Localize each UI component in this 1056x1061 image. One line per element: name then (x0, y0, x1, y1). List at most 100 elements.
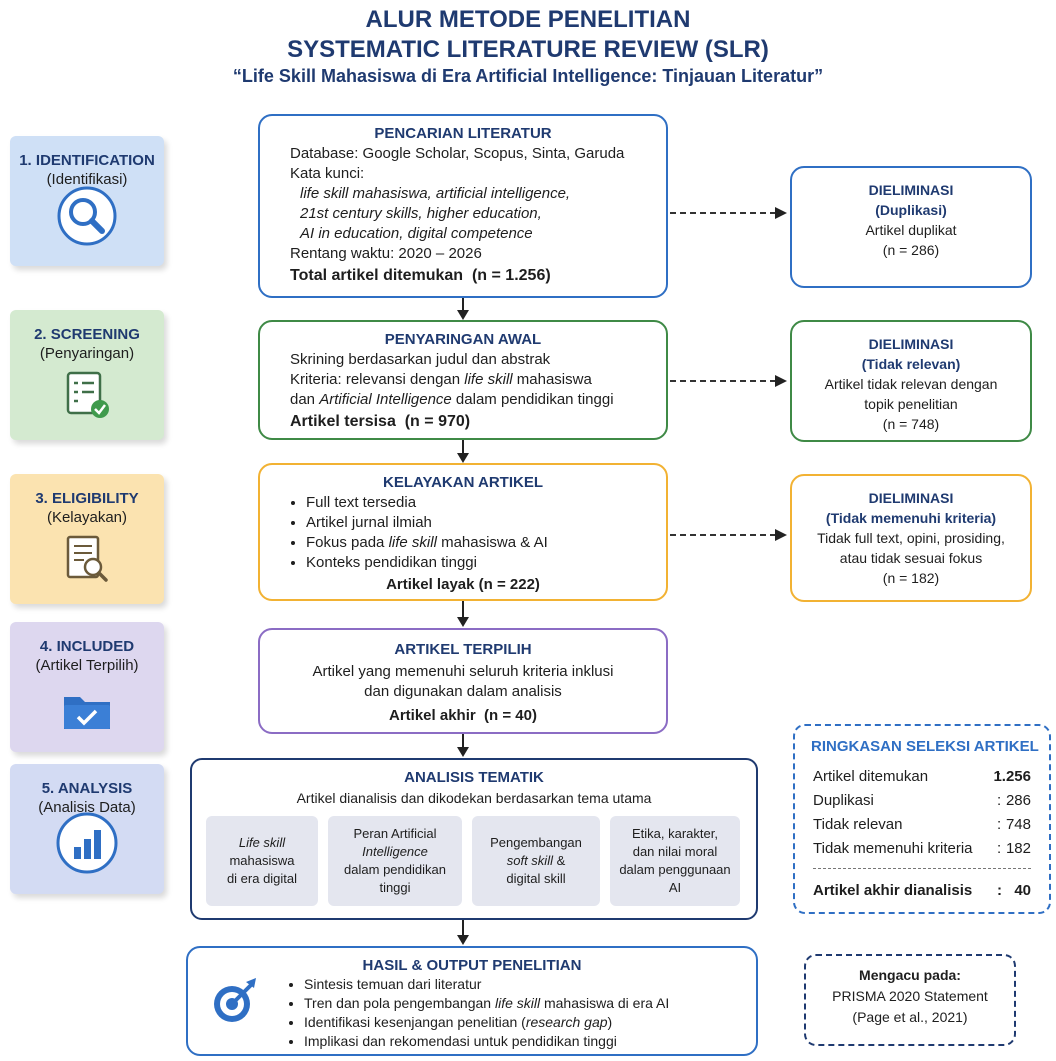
row-label: Tidak relevan (813, 816, 903, 833)
list-item: Identifikasi kesenjangan penelitian (res… (304, 1013, 756, 1032)
target-icon (210, 976, 260, 1031)
text: dalam pendidikan tinggi (451, 391, 614, 408)
summary-box: RINGKASAN SELEKSI ARTIKEL Artikel ditemu… (793, 724, 1051, 914)
output-list: Sintesis temuan dari literatur Tren dan … (288, 975, 756, 1051)
row-value: 1.256 (993, 768, 1031, 785)
row-label: Duplikasi (813, 792, 874, 809)
text-italic: research gap (525, 1014, 608, 1030)
eliminated-duplicate-box: DIELIMINASI (Duplikasi) Artikel duplikat… (790, 166, 1032, 288)
keywords-line-3: AI in education, digital competence (300, 225, 533, 242)
magnifier-icon (56, 185, 118, 252)
text: tinggi (379, 880, 411, 895)
theme-card: Pengembangan soft skill & digital skill (472, 816, 600, 906)
elim-count: (n = 286) (882, 242, 940, 258)
flow-arrow (462, 734, 464, 748)
list-item: Implikasi dan rekomendasi untuk pendidik… (304, 1032, 756, 1051)
flow-arrow-head (457, 935, 469, 945)
text: dan nilai moral (632, 844, 718, 859)
checklist-icon (62, 369, 112, 426)
elim-reason: (Tidak memenuhi kriteria) (825, 510, 997, 526)
box-title: PENCARIAN LITERATUR (374, 125, 552, 142)
row-value: 40 (1014, 882, 1031, 899)
text-italic: Artificial Intelligence (319, 391, 452, 408)
reference-box: Mengacu pada: PRISMA 2020 Statement (Pag… (804, 954, 1016, 1046)
screening-line-3: dan Artificial Intelligence dalam pendid… (290, 390, 666, 410)
flow-arrow-head (457, 310, 469, 320)
row-value: 286 (1005, 792, 1031, 809)
flow-arrow (462, 601, 464, 619)
included-line-1: Artikel yang memenuhi seluruh kriteria i… (312, 663, 614, 680)
text: dalam penggunaan (619, 862, 731, 877)
text-italic: life skill (388, 534, 437, 551)
text: Identifikasi kesenjangan penelitian ( (304, 1014, 526, 1030)
bar-chart-icon (55, 811, 119, 880)
stage-sub: (Identifikasi) (46, 171, 128, 188)
box-title: PENYARINGAN AWAL (384, 331, 542, 348)
text: Fokus pada (306, 534, 389, 551)
list-item: Full text tersedia (306, 493, 666, 513)
row-value: 182 (1005, 840, 1031, 857)
folder-check-icon (60, 689, 114, 738)
elimination-arrow (670, 212, 776, 214)
screening-box: PENYARINGAN AWAL Skrining berdasarkan ju… (258, 320, 668, 440)
elim-count: (n = 182) (882, 570, 940, 586)
eligibility-box: KELAYAKAN ARTIKEL Full text tersedia Art… (258, 463, 668, 601)
subtitle: “Life Skill Mahasiswa di Era Artificial … (232, 66, 824, 86)
text: & (552, 853, 566, 868)
list-item: Artikel jurnal ilmiah (306, 513, 666, 533)
keywords-line-1: life skill mahasiswa, artificial intelli… (300, 185, 571, 202)
row-colon: : (997, 882, 1002, 899)
flow-arrow (462, 440, 464, 454)
stage-analysis: 5. ANALYSIS (Analisis Data) (10, 764, 164, 894)
box-title: KELAYAKAN ARTIKEL (382, 474, 544, 491)
text-italic: soft skill (506, 853, 553, 868)
flow-arrow-head (457, 747, 469, 757)
text: Pengembangan (490, 835, 582, 850)
stage-sub: (Penyaringan) (39, 345, 135, 362)
elim-title: DIELIMINASI (868, 182, 954, 198)
stage-eligibility: 3. ELIGIBILITY (Kelayakan) (10, 474, 164, 604)
output-box: HASIL & OUTPUT PENELITIAN Sintesis temua… (186, 946, 758, 1056)
row-colon: : (997, 768, 1002, 785)
reference-line-2: (Page et al., 2021) (852, 1009, 968, 1025)
stage-label: 1. IDENTIFICATION (19, 152, 155, 169)
elim-desc: Artikel duplikat (865, 222, 957, 238)
row-colon: : (997, 840, 1002, 857)
stage-label: 2. SCREENING (34, 326, 140, 343)
text: ) (607, 1014, 613, 1030)
text: digital skill (506, 871, 566, 886)
text: Etika, karakter, (632, 826, 718, 841)
stage-sub: (Kelayakan) (46, 509, 128, 526)
identification-box: PENCARIAN LITERATUR Database: Google Sch… (258, 114, 668, 298)
list-item: Sintesis temuan dari literatur (304, 975, 756, 994)
flow-arrow (462, 920, 464, 936)
summary-divider (813, 868, 1031, 869)
elimination-arrow-head (775, 529, 787, 541)
stage-screening: 2. SCREENING (Penyaringan) (10, 310, 164, 440)
theme-card: Etika, karakter, dan nilai moral dalam pen… (610, 816, 740, 906)
elim-title: DIELIMINASI (868, 336, 954, 352)
flow-arrow-head (457, 617, 469, 627)
elim-count: (n = 748) (882, 416, 940, 432)
list-item: Fokus pada life skill mahasiswa & AI (306, 533, 666, 553)
stage-included: 4. INCLUDED (Artikel Terpilih) (10, 622, 164, 752)
text: AI (668, 880, 682, 895)
box-title: ARTIKEL TERPILIH (394, 641, 532, 658)
reference-title: Mengacu pada: (859, 967, 961, 983)
text: dan (290, 391, 320, 408)
row-label: Artikel akhir dianalisis (813, 882, 973, 899)
elimination-arrow-head (775, 375, 787, 387)
row-colon: : (997, 816, 1002, 833)
database-text: Database: Google Scholar, Scopus, Sinta,… (290, 145, 625, 162)
row-value: 748 (1005, 816, 1031, 833)
analysis-box: ANALISIS TEMATIK Artikel dianalisis dan … (190, 758, 758, 920)
screening-line-1: Skrining berdasarkan judul dan abstrak (290, 351, 551, 368)
row-label: Artikel ditemukan (813, 768, 929, 785)
box-title: HASIL & OUTPUT PENELITIAN (362, 957, 582, 974)
text: Tren dan pola pengembangan (304, 995, 495, 1011)
elim-title: DIELIMINASI (868, 490, 954, 506)
eligible-count: Artikel layak (n = 222) (386, 576, 540, 593)
included-line-2: dan digunakan dalam analisis (364, 683, 562, 700)
